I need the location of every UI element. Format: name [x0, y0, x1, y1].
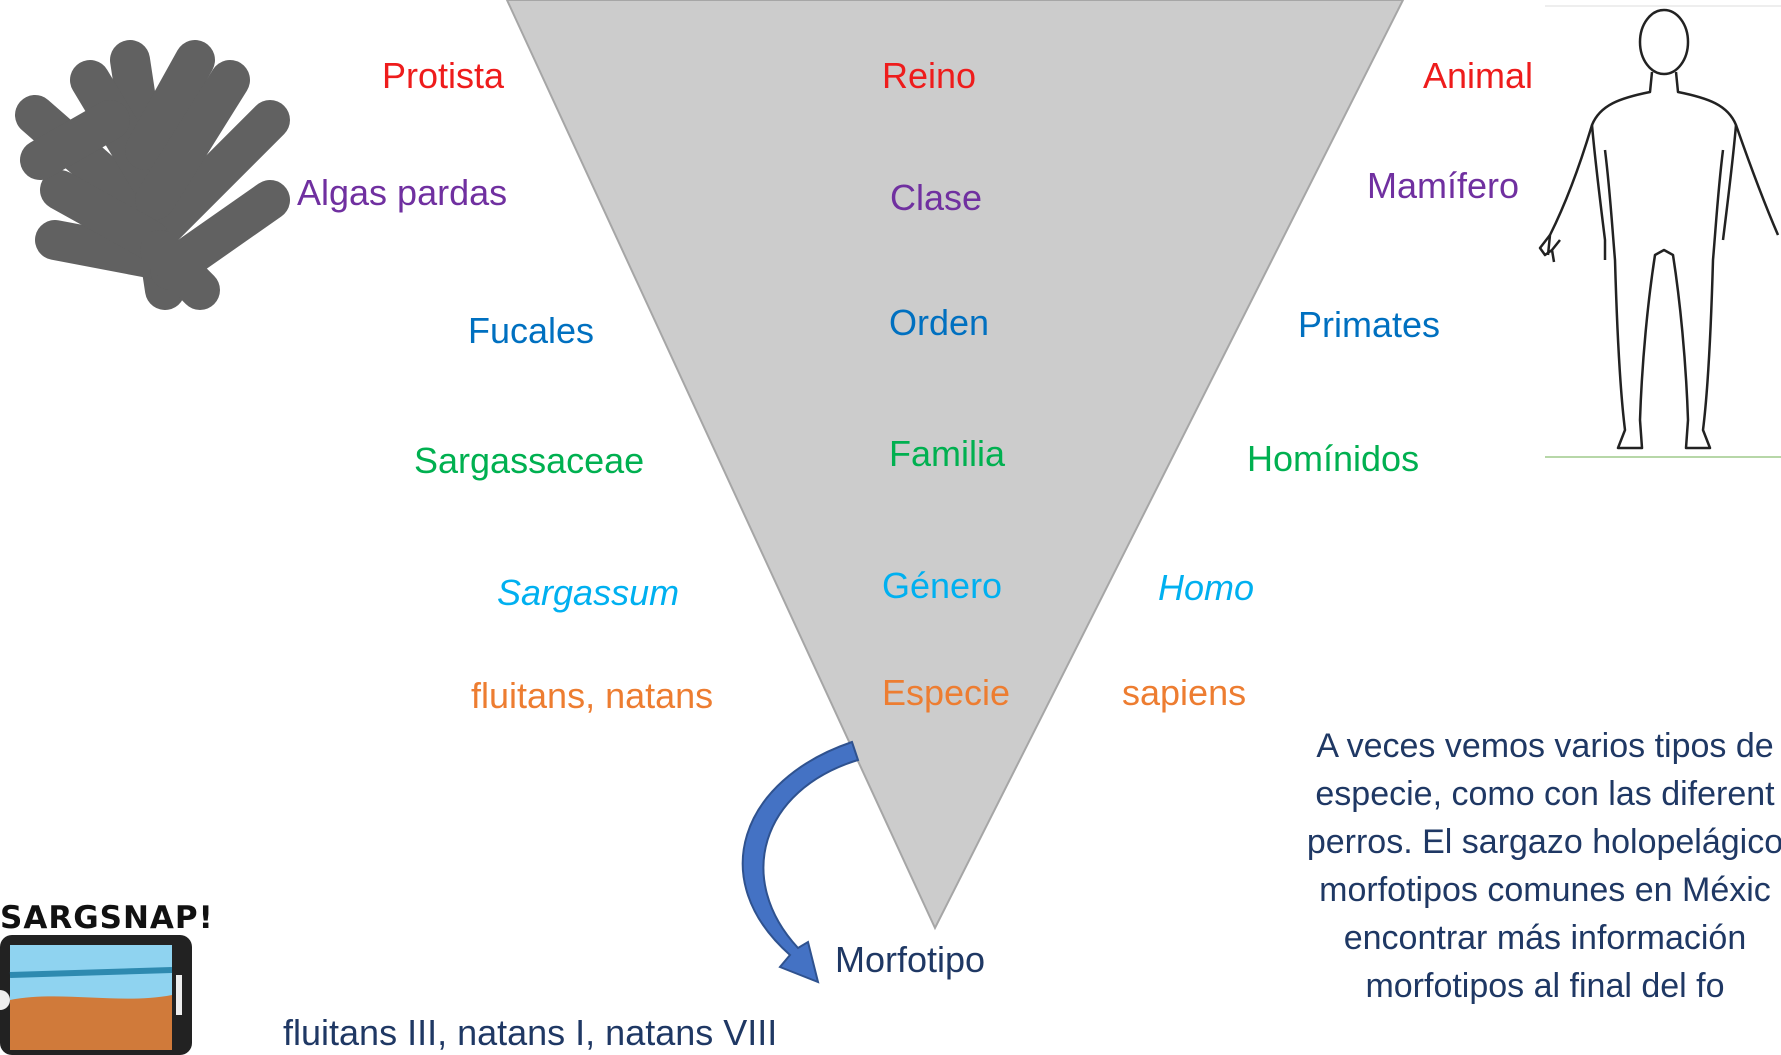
rank-genero: Género: [882, 565, 1003, 606]
rank-familia: Familia: [889, 433, 1006, 474]
human-genero: Homo: [1158, 567, 1255, 608]
note-line: A veces vemos varios tipos de: [1316, 727, 1774, 765]
human-outline-icon: [1538, 8, 1780, 450]
morfotipo-note: A veces vemos varios tipos de especie, c…: [1195, 722, 1781, 1010]
sargassum-clase: Algas pardas: [297, 172, 508, 213]
rank-clase: Clase: [890, 177, 983, 218]
sargsnap-logo: [0, 935, 192, 1055]
note-line: especie, como con las diferent: [1315, 775, 1775, 813]
human-orden: Primates: [1298, 304, 1441, 345]
human-familia: Homínidos: [1247, 438, 1420, 479]
logo-title: SARGSNAP!: [0, 900, 214, 936]
rank-reino: Reino: [882, 55, 977, 96]
sargassum-morfotipos: fluitans III, natans I, natans VIII: [283, 1012, 778, 1053]
human-clase: Mamífero: [1367, 165, 1520, 206]
taxonomy-triangle: [505, 0, 1405, 931]
sargassum-genero: Sargassum: [497, 572, 680, 613]
sargassum-especie: fluitans, natans: [471, 675, 714, 716]
sargassum-familia: Sargassaceae: [414, 440, 645, 481]
sargassum-reino: Protista: [382, 55, 505, 96]
human-reino: Animal: [1423, 55, 1534, 96]
note-line: perros. El sargazo holopelágico: [1306, 823, 1781, 861]
human-especie: sapiens: [1122, 672, 1247, 713]
note-line: morfotipos al final del fo: [1365, 967, 1725, 1005]
sargassum-icon: [15, 40, 290, 310]
note-line: morfotipos comunes en Méxic: [1319, 871, 1771, 909]
morfotipo-label: Morfotipo: [835, 939, 986, 980]
rank-especie: Especie: [882, 672, 1011, 713]
sargassum-orden: Fucales: [468, 310, 595, 351]
note-line: encontrar más información: [1343, 919, 1747, 957]
rank-orden: Orden: [889, 302, 990, 343]
curved-arrow-icon: [741, 740, 860, 984]
